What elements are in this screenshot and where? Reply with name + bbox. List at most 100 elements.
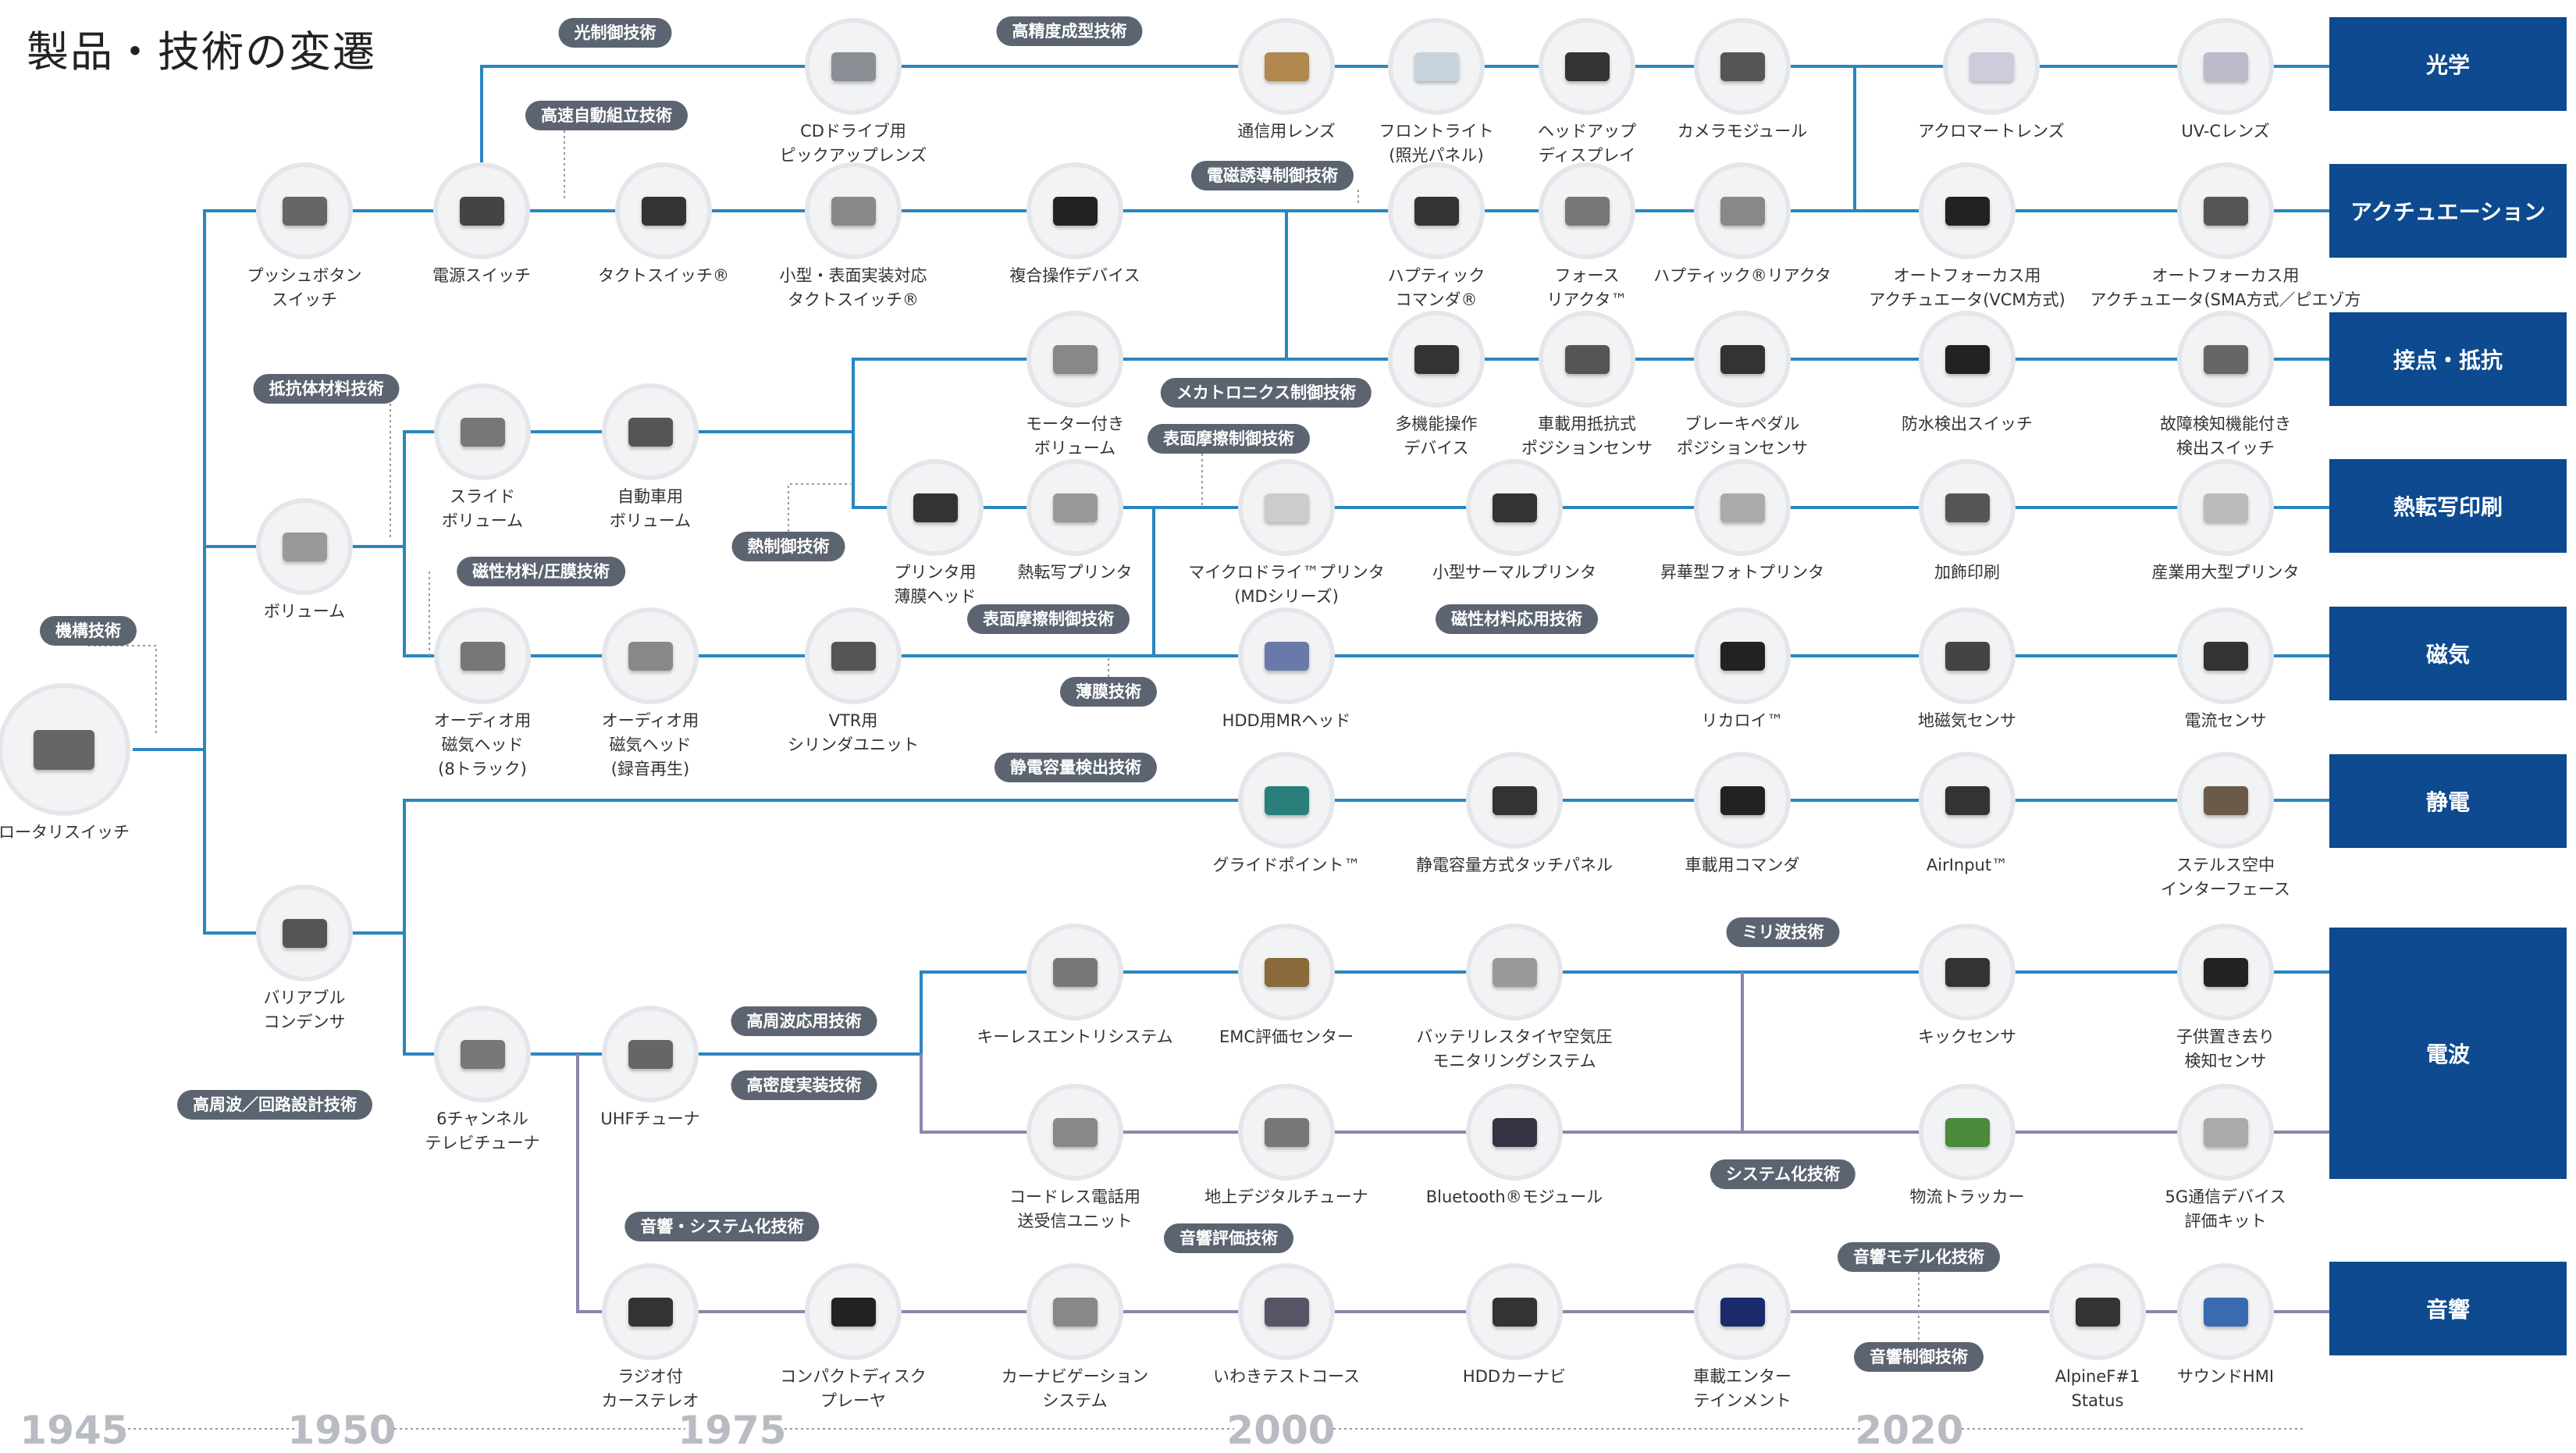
product-label: キックセンサ: [1918, 1027, 2016, 1046]
product-label: プリンタ用 薄膜ヘッド: [894, 563, 977, 606]
product-label: サウンドHMI: [2176, 1367, 2275, 1386]
lens-icon: [1264, 52, 1309, 81]
leader-heat: [788, 483, 851, 532]
product-image-disk: [1238, 459, 1335, 556]
product-image-disk: [2177, 1263, 2274, 1360]
multi-operation-icon: [1414, 344, 1459, 374]
product-image-disk: [256, 498, 353, 595]
product-image-disk: [1943, 18, 2040, 115]
technology-tag-t_system: システム化技術: [1710, 1159, 1856, 1189]
cd-player-icon: [831, 1297, 876, 1327]
product-label: 通信用レンズ: [1237, 122, 1336, 141]
product-image-disk: [1694, 1263, 1791, 1360]
product-image-disk: [1539, 18, 1635, 115]
push-button-icon: [282, 196, 327, 226]
trunk-capacitor-line: [203, 750, 258, 935]
technology-tag-t_magmat: 磁性材料/圧膜技術: [457, 557, 625, 586]
technology-tag-t_hdmount: 高密度実装技術: [731, 1070, 877, 1100]
page-title: 製品・技術の変遷: [27, 27, 376, 77]
vcm-actuator-icon: [1944, 196, 1990, 226]
product-image-disk: [434, 1006, 531, 1102]
haptic-reactor-icon: [1720, 196, 1765, 226]
product-image-disk: [1238, 18, 1335, 115]
magnetic-head-rec-icon: [628, 641, 673, 671]
airinput-icon: [1944, 785, 1990, 815]
product-label: 自動車用 ボリューム: [609, 487, 692, 530]
category-radio: 電波: [2329, 928, 2567, 1179]
product-image-disk: [805, 607, 902, 704]
product-image-disk: [1388, 311, 1485, 408]
print-head-icon: [913, 493, 958, 522]
test-course-icon: [1264, 1297, 1309, 1327]
category-optics: 光学: [2329, 17, 2567, 111]
sma-actuator-icon: [2203, 196, 2248, 226]
technology-tag-t_mmw: ミリ波技術: [1726, 917, 1840, 947]
product-label: AirInput™: [1926, 856, 2008, 874]
technology-tag-t_soundctl: 音響制御技術: [1854, 1342, 1984, 1372]
auto-volume-icon: [628, 417, 673, 447]
rotary-switch-icon: [34, 729, 94, 770]
product-image-disk: [1694, 18, 1791, 115]
product-image-disk: [1026, 1084, 1123, 1181]
product-label: グライドポイント™: [1212, 856, 1361, 874]
thermal-printer-icon: [1052, 493, 1098, 522]
product-image-disk: [256, 885, 353, 981]
fault-detect-switch-icon: [2203, 344, 2248, 374]
product-label: 車載エンター テインメント: [1693, 1367, 1791, 1410]
product-image-disk: [2177, 1084, 2274, 1181]
product-label: マイクロドライ™プリンタ (MDシリーズ): [1188, 563, 1385, 606]
product-image-disk: [2177, 162, 2274, 259]
product-label: 多機能操作 デバイス: [1395, 415, 1478, 458]
product-label: 小型サーマルプリンタ: [1432, 563, 1596, 582]
product-image-disk: [1238, 924, 1335, 1020]
product-label: リカロイ™: [1701, 711, 1784, 730]
front-light-icon: [1414, 52, 1459, 81]
mr-head-icon: [1264, 641, 1309, 671]
trunk-line: [133, 209, 258, 751]
technology-tag-t_capdet: 静電容量検出技術: [994, 753, 1157, 782]
product-label: 物流トラッカー: [1909, 1188, 2025, 1206]
photo-printer-icon: [1720, 493, 1765, 522]
product-label: コードレス電話用 送受信ユニット: [1009, 1188, 1140, 1230]
aerial-interface-icon: [2203, 785, 2248, 815]
slide-volume-icon: [460, 417, 505, 447]
product-image-disk: [1694, 162, 1791, 259]
product-image-disk: [1388, 162, 1485, 259]
cd-pickup-icon: [831, 52, 876, 81]
product-image-disk: [0, 683, 130, 816]
product-image-disk: [1919, 459, 2016, 556]
cordless-unit-icon: [1052, 1117, 1098, 1147]
infotainment-icon: [1720, 1297, 1765, 1327]
product-image-disk: [1919, 752, 2016, 849]
alpine-status-icon: [2075, 1297, 2120, 1327]
technology-tag-t_resist: 抵抗体材料技術: [253, 374, 400, 404]
product-image-disk: [1026, 1263, 1123, 1360]
technology-tag-t_emind: 電磁誘導制御技術: [1191, 161, 1354, 191]
product-label: ボリューム: [263, 602, 346, 621]
product-image-disk: [2177, 311, 2274, 408]
product-image-disk: [433, 162, 530, 259]
5g-kit-icon: [2203, 1117, 2248, 1147]
thermal-line: [852, 432, 2329, 509]
technology-tag-t_magapp: 磁性材料応用技術: [1436, 604, 1598, 634]
vtr-cylinder-icon: [831, 641, 876, 671]
product-label: アクロマートレンズ: [1918, 122, 2065, 141]
product-image-disk: [1238, 1084, 1335, 1181]
year-1975: 1975: [678, 1408, 787, 1453]
car-commander-icon: [1720, 785, 1765, 815]
decor-print-icon: [1944, 493, 1990, 522]
keyless-entry-icon: [1052, 957, 1098, 987]
product-label: 小型・表面実装対応 タクトスイッチ®: [779, 266, 927, 309]
product-image-disk: [1539, 311, 1635, 408]
technology-tag-t_precmold: 高精度成型技術: [996, 16, 1143, 46]
smd-tact-switch-icon: [831, 196, 876, 226]
geomagnetic-sensor-icon: [1944, 641, 1990, 671]
position-sensor-icon: [1564, 344, 1610, 374]
logistics-tracker-icon: [1944, 1117, 1990, 1147]
achromat-lens-icon: [1969, 52, 2014, 81]
waterproof-switch-icon: [1944, 344, 1990, 374]
combo-device-icon: [1052, 196, 1098, 226]
technology-tag-t_autoasm: 高速自動組立技術: [525, 101, 688, 130]
child-detect-icon: [2203, 957, 2248, 987]
